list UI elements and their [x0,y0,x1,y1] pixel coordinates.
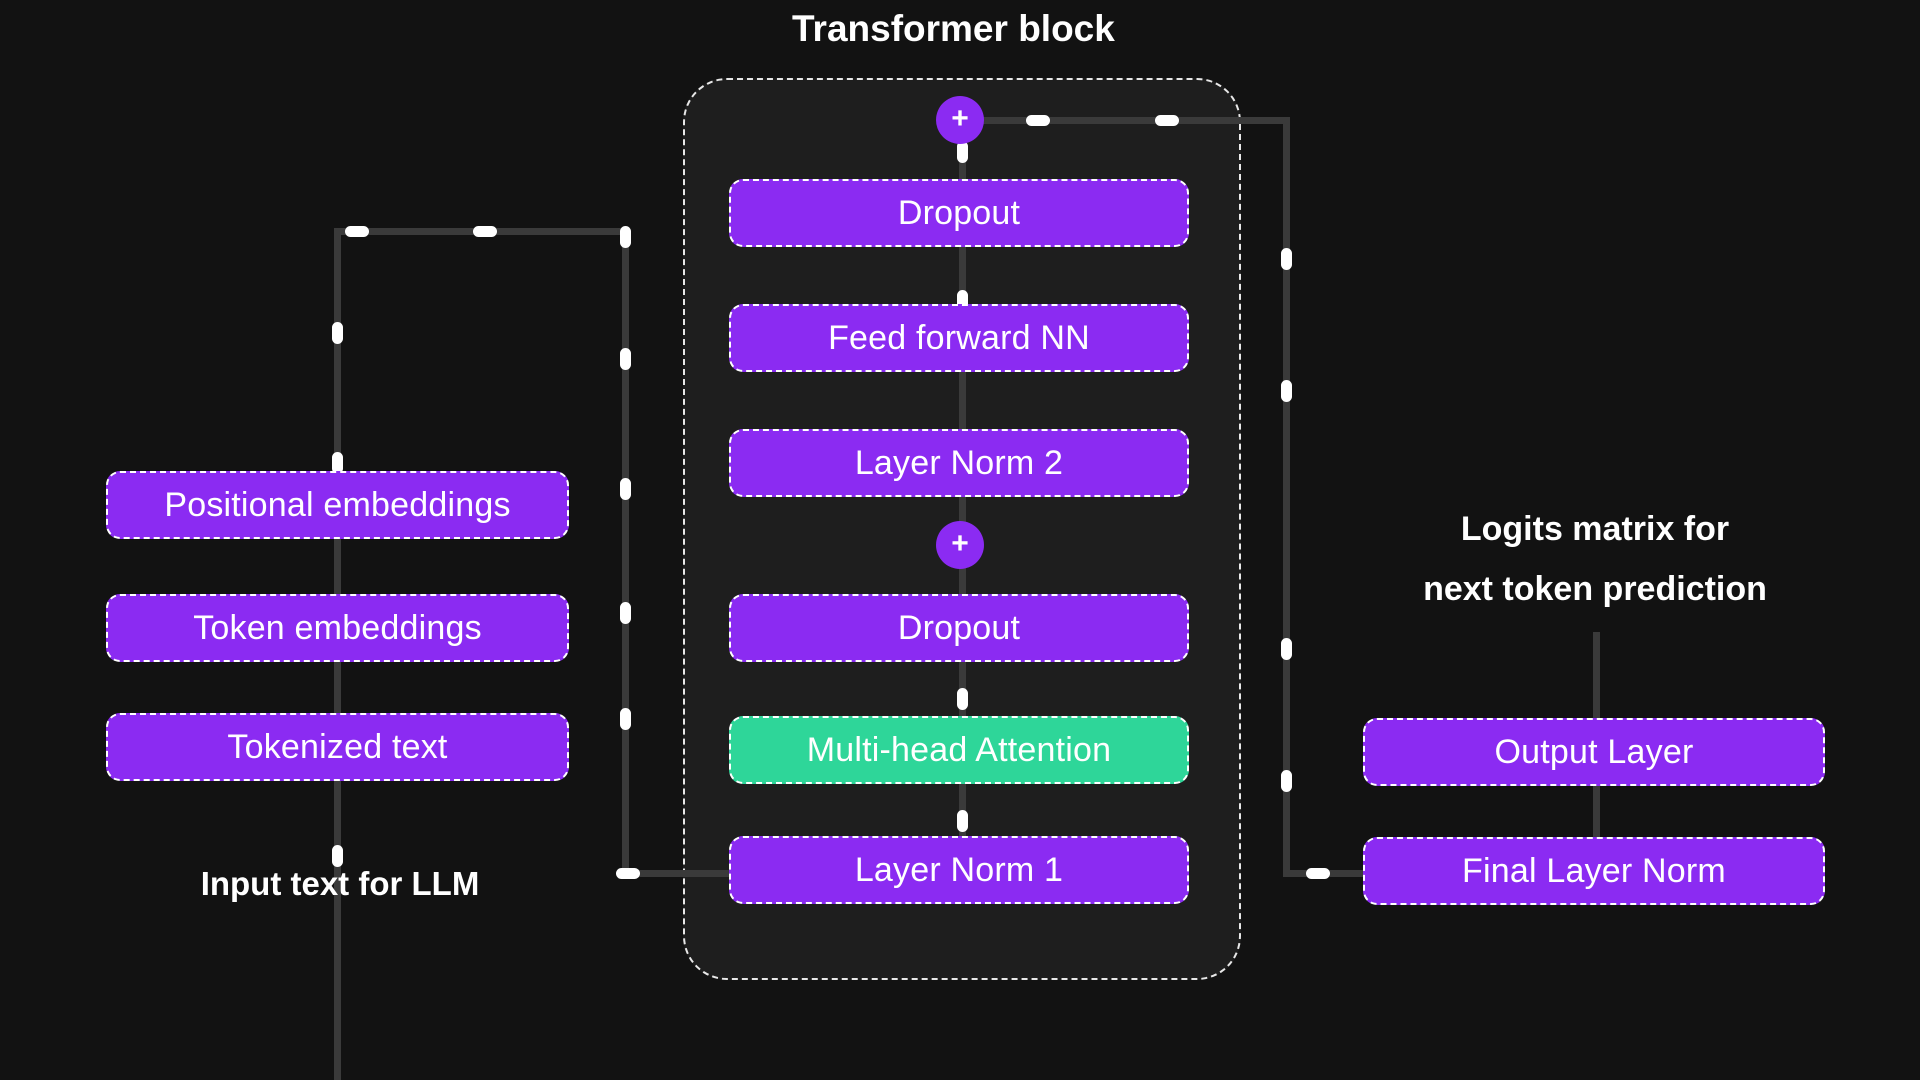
block-spine-connector [959,117,966,877]
input-node-token-embeddings[interactable]: Token embeddings [106,594,569,662]
connector-marker [332,452,343,474]
input-text-caption: Input text for LLM [200,865,480,902]
connector-marker [616,868,640,879]
block-node-dropout-bottom[interactable]: Dropout [729,594,1189,662]
connector-marker [957,290,968,312]
block-node-feed-forward-nn[interactable]: Feed forward NN [729,304,1189,372]
connector-marker [957,141,968,163]
connector-marker [345,226,369,237]
connector-marker [620,708,631,730]
block-node-layer-norm-2[interactable]: Layer Norm 2 [729,429,1189,497]
connector-marker [1281,770,1292,792]
node-label: Feed forward NN [828,318,1090,357]
residual-add-top-node[interactable]: + [936,96,984,144]
input-connector-entry-layernorm1 [622,870,734,877]
output-connector-vertical [1283,117,1290,873]
connector-marker [620,478,631,500]
output-node-final-layer-norm[interactable]: Final Layer Norm [1363,837,1825,905]
connector-marker [620,348,631,370]
node-label: Layer Norm 2 [854,443,1064,482]
connector-marker [1026,115,1050,126]
output-connector-horizontal-top [960,117,1290,124]
logits-caption-line2: next token prediction [1423,570,1767,608]
input-connector-vertical-right [622,228,629,873]
node-label: Tokenized text [227,727,448,766]
node-label: Layer Norm 1 [854,850,1064,889]
transformer-block-title: Transformer block [792,8,1115,49]
block-node-dropout-top[interactable]: Dropout [729,179,1189,247]
output-node-output-layer[interactable]: Output Layer [1363,718,1825,786]
connector-marker [957,810,968,832]
connector-marker [1281,638,1292,660]
connector-marker [332,322,343,344]
connector-marker [957,688,968,710]
input-node-tokenized-text[interactable]: Tokenized text [106,713,569,781]
logits-caption-line1: Logits matrix for [1460,510,1730,548]
residual-add-middle-node[interactable]: + [936,521,984,569]
node-label: Output Layer [1494,732,1694,771]
connector-marker [1306,868,1330,879]
node-label: Multi-head Attention [806,730,1112,769]
node-label: Dropout [897,608,1021,647]
connector-marker [1281,380,1292,402]
node-label: Final Layer Norm [1462,851,1726,890]
block-node-layer-norm-1[interactable]: Layer Norm 1 [729,836,1189,904]
connector-marker [1155,115,1179,126]
input-node-positional-embeddings[interactable]: Positional embeddings [106,471,569,539]
connector-marker [620,226,631,248]
plus-icon: + [951,102,969,135]
block-node-multi-head-attention[interactable]: Multi-head Attention [729,716,1189,784]
connector-marker [332,845,343,867]
node-label: Dropout [897,193,1021,232]
connector-marker [473,226,497,237]
node-label: Token embeddings [193,608,482,647]
connector-marker [620,602,631,624]
plus-icon: + [951,527,969,560]
connector-marker [1281,248,1292,270]
node-label: Positional embeddings [164,485,511,524]
